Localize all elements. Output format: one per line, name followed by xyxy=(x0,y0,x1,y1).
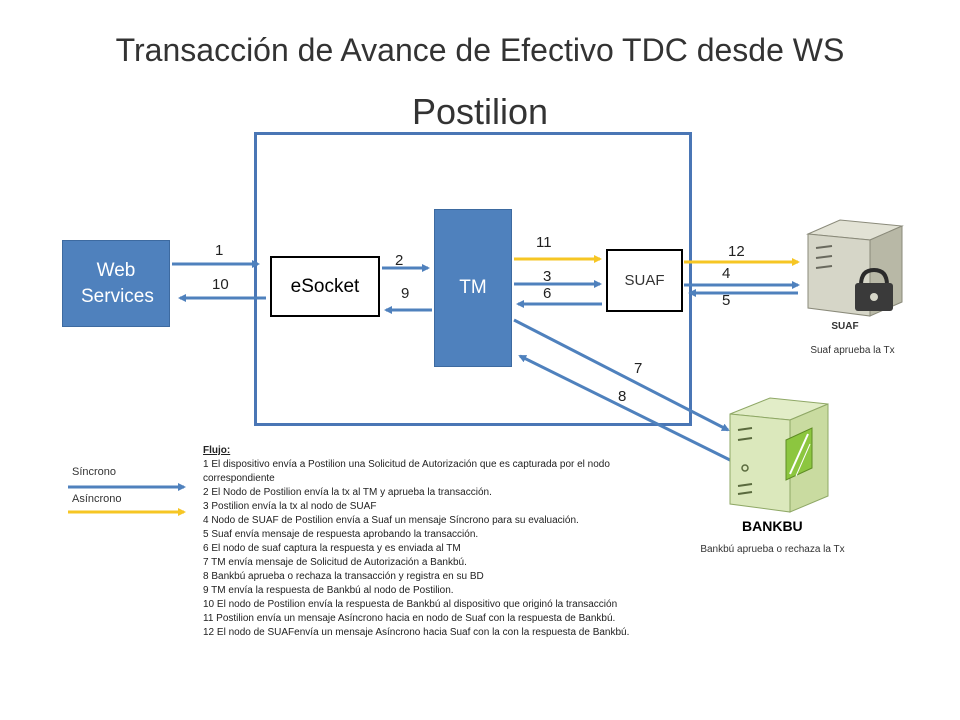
arrow-label-5: 5 xyxy=(722,292,731,309)
arrow-label-11: 11 xyxy=(536,234,552,251)
arrow-label-7: 7 xyxy=(634,360,643,377)
flow-step: 5 Suaf envía mensaje de respuesta aproba… xyxy=(203,529,479,540)
arrow-label-1: 1 xyxy=(215,242,224,259)
flow-step: 9 TM envía la respuesta de Bankbú al nod… xyxy=(203,585,454,596)
diagram-title: Transacción de Avance de Efectivo TDC de… xyxy=(115,32,845,68)
tm-label: TM xyxy=(459,277,487,298)
flow-step: 10 El nodo de Postilion envía la respues… xyxy=(203,599,618,610)
suaf-node-label: SUAF xyxy=(624,272,665,289)
flow-description: Flujo: 1 El dispositivo envía a Postilio… xyxy=(203,444,673,640)
flow-step: 11 Postilion envía un mensaje Asíncrono … xyxy=(203,613,616,624)
diagram-subtitle: Postilion xyxy=(411,91,549,132)
flow-step: 6 El nodo de suaf captura la respuesta y… xyxy=(203,543,461,554)
esocket-label: eSocket xyxy=(290,275,360,297)
suaf-server-caption: Suaf aprueba la Tx xyxy=(810,345,895,356)
suaf-server-label: SUAF xyxy=(831,321,859,332)
bankbu-server-label: BANKBU xyxy=(742,518,803,534)
arrow-label-4: 4 xyxy=(722,265,731,282)
postilion-frame xyxy=(254,132,692,426)
legend-sync-label: Síncrono xyxy=(72,466,117,478)
flow-step: 12 El nodo de SUAFenvía un mensaje Asínc… xyxy=(203,627,630,638)
web-services-label: Web Services xyxy=(81,259,154,307)
arrow-label-8: 8 xyxy=(618,388,627,405)
arrow-label-6: 6 xyxy=(543,285,552,302)
legend-async-label: Asíncrono xyxy=(72,493,122,505)
esocket-box: eSocket xyxy=(270,256,380,317)
flow-step: 8 Bankbú aprueba o rechaza la transacció… xyxy=(203,571,484,582)
bankbu-server-icon xyxy=(729,397,829,513)
flow-step: 1 El dispositivo envía a Postilion una S… xyxy=(203,459,610,484)
arrow-7 xyxy=(513,318,730,432)
arrow-label-3: 3 xyxy=(543,268,552,285)
tm-box: TM xyxy=(434,209,512,367)
bankbu-server-caption: Bankbú aprueba o rechaza la Tx xyxy=(700,544,845,555)
arrow-8 xyxy=(518,354,735,464)
flow-step: 3 Postilion envía la tx al nodo de SUAF xyxy=(203,501,377,512)
arrow-label-12: 12 xyxy=(728,243,745,260)
flow-step: 4 Nodo de SUAF de Postilion envía a Suaf… xyxy=(203,515,579,526)
suaf-server-icon xyxy=(806,219,904,317)
arrow-label-10: 10 xyxy=(212,276,229,293)
arrow-label-9: 9 xyxy=(401,285,410,302)
flow-step: 2 El Nodo de Postilion envía la tx al TM… xyxy=(203,487,492,498)
flow-title: Flujo: xyxy=(203,445,231,456)
web-services-box: Web Services xyxy=(62,240,170,327)
arrow-label-2: 2 xyxy=(395,252,404,269)
suaf-node-box: SUAF xyxy=(606,249,683,312)
flow-step: 7 TM envía mensaje de Solicitud de Autor… xyxy=(203,557,467,568)
